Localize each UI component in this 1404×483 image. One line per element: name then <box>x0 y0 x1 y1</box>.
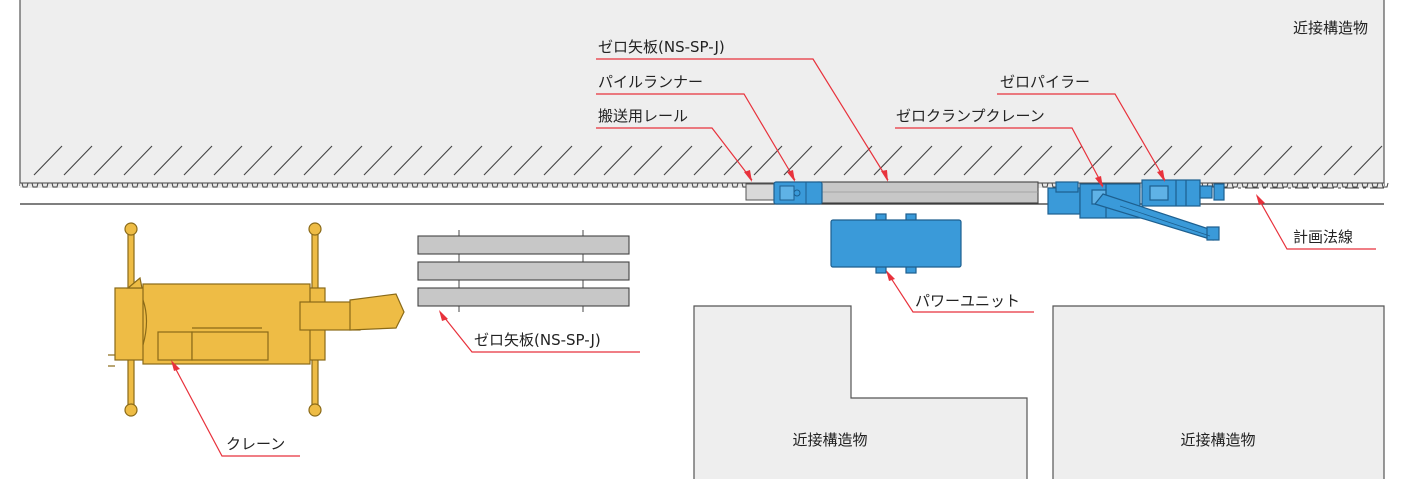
label-nearby-structure-bottom-2: 近接構造物 <box>1180 431 1255 449</box>
hatch-line <box>723 145 753 176</box>
hatch-line <box>33 145 63 176</box>
hatch-line <box>1353 145 1383 176</box>
label-zero-sheet-pile-top: ゼロ矢板(NS-SP-J) <box>598 38 725 56</box>
hatch-line <box>813 145 843 176</box>
hatch-line <box>123 145 153 176</box>
hatch-line <box>453 145 483 176</box>
hatch-line <box>1293 145 1323 176</box>
hatch-line <box>513 145 543 176</box>
hatch-line <box>663 145 693 176</box>
label-nearby-structure-bottom-1: 近接構造物 <box>792 431 867 449</box>
ground-hatching <box>33 145 1383 176</box>
leader-arrowheads <box>171 170 1265 371</box>
hatch-line <box>1023 145 1053 176</box>
label-transport-rail: 搬送用レール <box>598 107 688 125</box>
hatch-line <box>93 145 123 176</box>
nearby-structure-top <box>19 0 1385 186</box>
label-zero-clamp-crane: ゼロクランプクレーン <box>896 107 1045 125</box>
hatch-line <box>153 145 183 176</box>
hatch-line <box>1173 145 1203 176</box>
hatch-line <box>633 145 663 176</box>
hatch-line <box>693 145 723 176</box>
hatch-line <box>1143 145 1173 176</box>
power-unit <box>830 213 962 274</box>
label-crane: クレーン <box>226 435 285 453</box>
zero-piler <box>1141 179 1225 207</box>
hatch-line <box>573 145 603 176</box>
hatch-line <box>1053 145 1083 176</box>
hatch-line <box>1323 145 1353 176</box>
leader-lines <box>171 58 1376 457</box>
label-pile-runner: パイルランナー <box>598 73 703 91</box>
hatch-line <box>273 145 303 176</box>
hatch-line <box>303 145 333 176</box>
label-zero-piler: ゼロパイラー <box>1000 73 1090 91</box>
nearby-structure-bottom-1 <box>693 305 1028 479</box>
transported-sheet-pile <box>817 181 1039 204</box>
label-nearby-structure-top: 近接構造物 <box>1293 19 1368 37</box>
hatch-line <box>603 145 633 176</box>
hatch-line <box>873 145 903 176</box>
hatch-line <box>63 145 93 176</box>
hatch-line <box>363 145 393 176</box>
hatch-line <box>903 145 933 176</box>
hatch-line <box>393 145 423 176</box>
hatch-line <box>1203 145 1233 176</box>
hatch-line <box>1083 145 1113 176</box>
hatch-line <box>213 145 243 176</box>
hatch-line <box>1113 145 1143 176</box>
transport-rail <box>745 183 777 201</box>
hatch-line <box>483 145 513 176</box>
hatch-line <box>843 145 873 176</box>
hatch-line <box>333 145 363 176</box>
hatch-line <box>243 145 273 176</box>
hatch-line <box>963 145 993 176</box>
hatch-line <box>1263 145 1293 176</box>
label-power-unit: パワーユニット <box>915 292 1020 310</box>
sheet-pile-stock <box>417 230 630 312</box>
label-sheet-pile-stock: ゼロ矢板(NS-SP-J) <box>474 331 601 349</box>
zero-clamp-crane <box>1047 181 1220 241</box>
hatch-line <box>543 145 573 176</box>
pile-runner <box>773 181 823 205</box>
label-planned-line: 計画法線 <box>1293 228 1353 246</box>
nearby-structure-bottom-2 <box>1052 305 1385 479</box>
hatch-line <box>183 145 213 176</box>
hatch-line <box>423 145 453 176</box>
hatch-line <box>993 145 1023 176</box>
hatch-line <box>1233 145 1263 176</box>
crane <box>108 222 405 417</box>
hatch-line <box>933 145 963 176</box>
